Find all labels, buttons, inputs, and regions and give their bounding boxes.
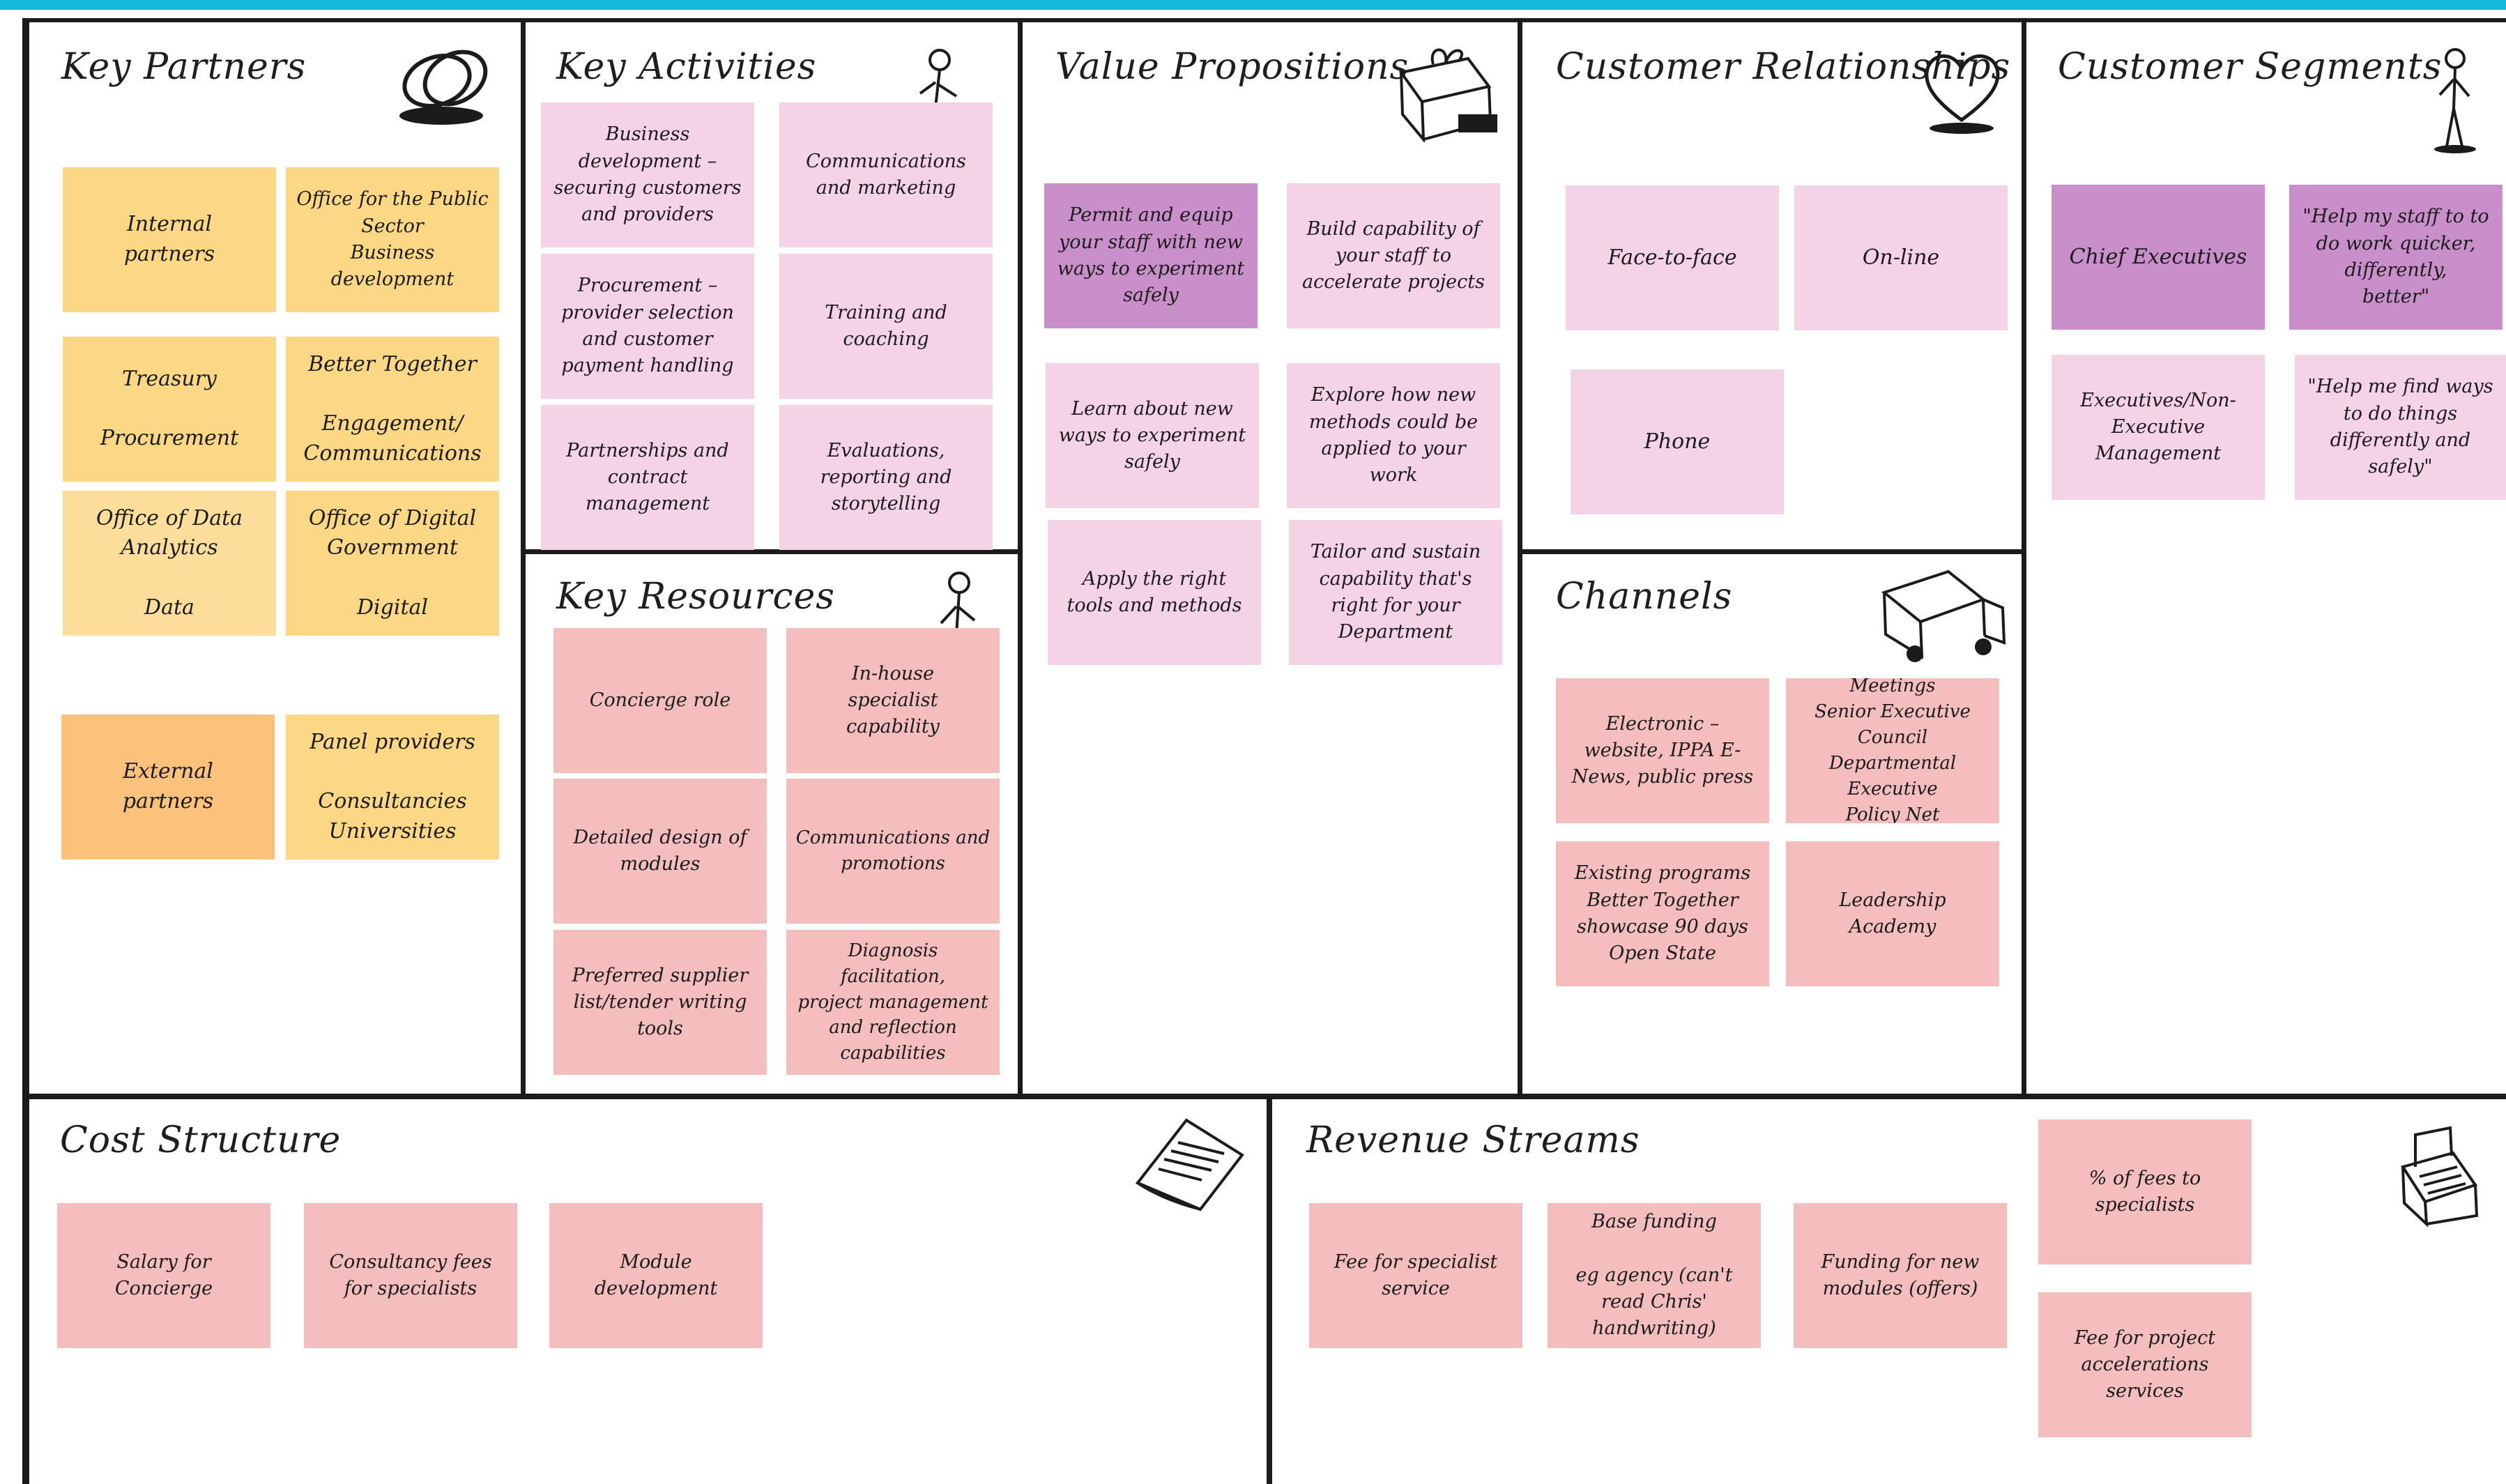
note-key-resources-2[interactable]: In-house specialist capability (786, 628, 1000, 773)
divider-relationships-channels (1518, 549, 2026, 554)
note-revenue-streams-2[interactable]: Base funding eg agency (can't read Chris… (1548, 1203, 1761, 1348)
section-title: Key Activities (556, 46, 817, 88)
delivery-truck-icon (1879, 565, 2008, 669)
note-value-propositions-2[interactable]: Build capability of your staff to accele… (1287, 183, 1500, 328)
note-key-activities-2[interactable]: Communications and marketing (779, 102, 993, 247)
note-value-propositions-4[interactable]: Explore how new methods could be applied… (1287, 363, 1500, 508)
note-key-resources-3[interactable]: Detailed design of modules (553, 779, 767, 924)
note-key-partners-8[interactable]: Panel providers Consultancies Universiti… (286, 714, 499, 859)
divider-cost-revenue (1267, 1094, 1272, 1484)
note-key-partners-1[interactable]: Internal partners (63, 167, 276, 312)
note-key-resources-4[interactable]: Communications and promotions (786, 779, 1000, 924)
note-key-partners-2[interactable]: Office for the Public Sector Business de… (286, 167, 499, 312)
heart-icon (1918, 45, 2005, 135)
section-title: Customer Relationships (1556, 46, 2011, 88)
note-key-resources-5[interactable]: Preferred supplier list/tender writing t… (553, 930, 767, 1075)
section-title: Value Propositions (1055, 46, 1409, 88)
note-customer-segments-4[interactable]: "Help me find ways to do things differen… (2295, 355, 2506, 500)
note-channels-3[interactable]: Existing programs Better Together showca… (1556, 841, 1769, 986)
divider-activities-resources (521, 549, 1023, 554)
gift-icon (1391, 38, 1503, 142)
note-key-resources-1[interactable]: Concierge role (553, 628, 767, 773)
note-channels-4[interactable]: Leadership Academy (1786, 841, 1999, 986)
note-key-partners-6[interactable]: Office of Digital Government Digital (286, 491, 499, 636)
note-revenue-streams-3[interactable]: Funding for new modules (offers) (1794, 1203, 2007, 1348)
divider-relationships-segments (2022, 18, 2026, 1096)
canvas-divider-horizontal (22, 1094, 2506, 1099)
cash-register-icon (2387, 1118, 2491, 1231)
note-revenue-streams-5[interactable]: Fee for project accelerations services (2038, 1292, 2252, 1437)
note-customer-relationships-1[interactable]: Face-to-face (1566, 185, 1779, 330)
note-customer-segments-3[interactable]: Executives/Non- Executive Management (2052, 355, 2265, 500)
note-key-partners-7[interactable]: External partners (61, 714, 275, 859)
section-title: Cost Structure (60, 1119, 342, 1161)
note-customer-segments-1[interactable]: Chief Executives (2052, 185, 2265, 330)
divider-value-relationships (1518, 18, 1522, 1096)
note-value-propositions-6[interactable]: Tailor and sustain capability that's rig… (1289, 520, 1502, 665)
canvas-frame-left (22, 18, 29, 1484)
linked-rings-icon (387, 38, 502, 132)
receipt-icon (1124, 1113, 1253, 1216)
note-key-partners-3[interactable]: Treasury Procurement (63, 337, 276, 482)
canvas-frame-top (22, 18, 2506, 22)
note-customer-relationships-3[interactable]: Phone (1571, 369, 1784, 514)
note-cost-structure-3[interactable]: Module development (549, 1203, 763, 1348)
note-value-propositions-3[interactable]: Learn about new ways to experiment safel… (1046, 363, 1259, 508)
section-title: Revenue Streams (1306, 1119, 1640, 1161)
standing-person-icon (2426, 45, 2482, 156)
note-customer-relationships-2[interactable]: On-line (1794, 185, 2008, 330)
top-accent-bar (0, 0, 2506, 10)
note-key-activities-1[interactable]: Business development – securing customer… (541, 102, 754, 247)
note-revenue-streams-4[interactable]: % of fees to specialists (2038, 1119, 2252, 1264)
divider-activities-value (1018, 18, 1023, 1096)
note-key-resources-6[interactable]: Diagnosis facilitation, project manageme… (786, 930, 1000, 1075)
note-key-activities-6[interactable]: Evaluations, reporting and storytelling (779, 405, 993, 550)
note-key-activities-4[interactable]: Training and coaching (779, 254, 993, 399)
section-title: Customer Segments (2058, 46, 2443, 88)
note-channels-1[interactable]: Electronic – website, IPPA E- News, publ… (1556, 678, 1769, 823)
section-title: Channels (1556, 576, 1733, 618)
note-value-propositions-5[interactable]: Apply the right tools and methods (1048, 520, 1261, 665)
note-channels-2[interactable]: Meetings Senior Executive Council Depart… (1786, 678, 1999, 823)
note-key-partners-5[interactable]: Office of Data Analytics Data (63, 491, 276, 636)
note-cost-structure-2[interactable]: Consultancy fees for specialists (304, 1203, 517, 1348)
note-value-propositions-1[interactable]: Permit and equip your staff with new way… (1044, 183, 1258, 328)
note-customer-segments-2[interactable]: "Help my staff to to do work quicker, di… (2289, 185, 2503, 330)
note-revenue-streams-1[interactable]: Fee for specialist service (1309, 1203, 1522, 1348)
section-title: Key Resources (556, 576, 835, 618)
note-key-activities-5[interactable]: Partnerships and contract management (541, 405, 754, 550)
note-key-partners-4[interactable]: Better Together Engagement/ Communicatio… (286, 337, 499, 482)
business-model-canvas: Key Partners Internal partners Office fo… (0, 10, 2506, 1484)
section-title: Key Partners (61, 46, 307, 88)
note-cost-structure-1[interactable]: Salary for Concierge (57, 1203, 270, 1348)
note-key-activities-3[interactable]: Procurement – provider selection and cus… (541, 254, 754, 399)
divider-partners-activities (521, 18, 526, 1096)
